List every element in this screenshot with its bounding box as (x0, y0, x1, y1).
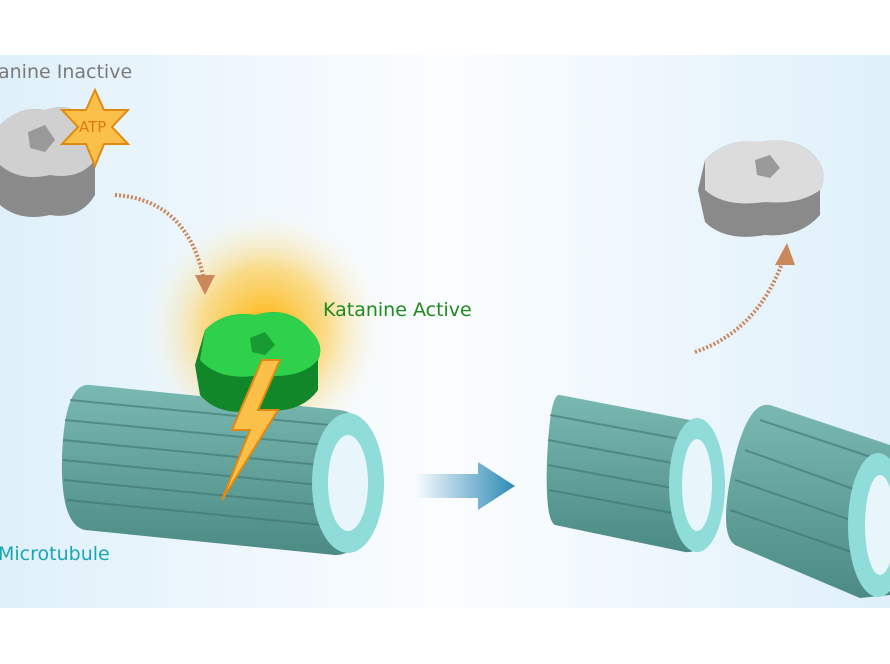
process-arrow-icon (415, 462, 515, 510)
atp-label: ATP (79, 118, 107, 136)
release-arrowhead-icon (775, 243, 795, 265)
microtubule-label: Microtubule (0, 543, 110, 565)
binding-arrowhead-icon (195, 275, 215, 295)
microtubule-fragment-2 (726, 404, 890, 598)
microtubule-fragment-1 (546, 394, 725, 553)
katanine-active-icon (195, 312, 321, 413)
katanine-active-label: Katanine Active (323, 299, 472, 321)
lightning-icon (221, 359, 282, 501)
katanine-inactive-label: anine Inactive (0, 61, 133, 83)
release-arrow (694, 254, 787, 354)
microtubule-left (61, 384, 384, 555)
katanine-released-icon (698, 140, 824, 237)
binding-arrow (114, 193, 207, 286)
atp-star-icon (59, 87, 131, 169)
